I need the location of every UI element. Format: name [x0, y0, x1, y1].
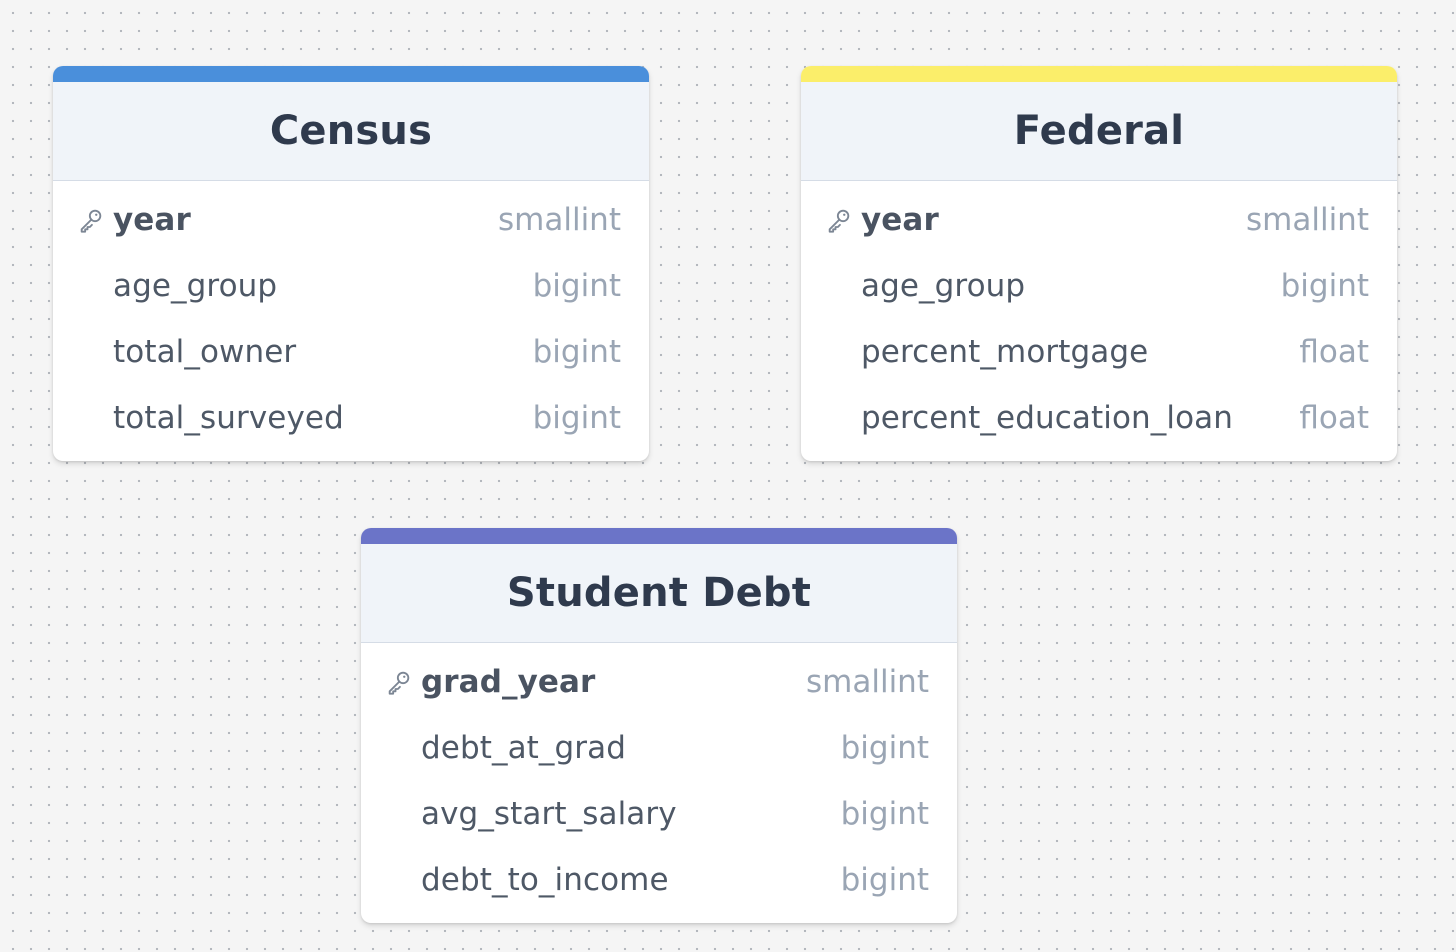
table-title: Federal: [1013, 108, 1185, 154]
field-type: smallint: [498, 202, 621, 238]
field-type: bigint: [532, 400, 621, 436]
table-accent-bar: [361, 528, 957, 544]
field-name: grad_year: [421, 664, 596, 700]
table-card-student-debt[interactable]: Student Debt grad_year smallint debt_at_…: [361, 528, 957, 923]
field-type: bigint: [840, 730, 929, 766]
table-card-census[interactable]: Census year smallint age_group bigint to…: [53, 66, 649, 461]
table-accent-bar: [53, 66, 649, 82]
key-icon: [385, 668, 421, 696]
table-header[interactable]: Student Debt: [361, 544, 957, 643]
table-fields: year smallint age_group bigint total_own…: [53, 181, 649, 461]
field-type: smallint: [806, 664, 929, 700]
field-row[interactable]: debt_at_grad bigint: [361, 715, 957, 781]
field-type: bigint: [840, 862, 929, 898]
field-row[interactable]: year smallint: [801, 187, 1397, 253]
field-type: bigint: [532, 268, 621, 304]
field-row[interactable]: total_surveyed bigint: [53, 385, 649, 451]
field-row[interactable]: grad_year smallint: [361, 649, 957, 715]
field-name: percent_mortgage: [861, 334, 1149, 370]
field-type: smallint: [1246, 202, 1369, 238]
field-type: bigint: [840, 796, 929, 832]
field-name: avg_start_salary: [421, 796, 677, 832]
table-title: Student Debt: [506, 570, 812, 616]
field-row[interactable]: percent_education_loan float: [801, 385, 1397, 451]
field-type: float: [1299, 400, 1369, 436]
field-row[interactable]: age_group bigint: [53, 253, 649, 319]
field-name: debt_to_income: [421, 862, 669, 898]
field-type: float: [1299, 334, 1369, 370]
field-row[interactable]: total_owner bigint: [53, 319, 649, 385]
table-fields: grad_year smallint debt_at_grad bigint a…: [361, 643, 957, 923]
field-name: percent_education_loan: [861, 400, 1233, 436]
field-name: total_owner: [113, 334, 297, 370]
field-row[interactable]: avg_start_salary bigint: [361, 781, 957, 847]
table-fields: year smallint age_group bigint percent_m…: [801, 181, 1397, 461]
field-row[interactable]: debt_to_income bigint: [361, 847, 957, 913]
table-accent-bar: [801, 66, 1397, 82]
field-name: year: [861, 202, 939, 238]
table-header[interactable]: Federal: [801, 82, 1397, 181]
field-row[interactable]: percent_mortgage float: [801, 319, 1397, 385]
key-icon: [77, 206, 113, 234]
table-header[interactable]: Census: [53, 82, 649, 181]
field-name: age_group: [861, 268, 1026, 304]
field-name: age_group: [113, 268, 278, 304]
field-row[interactable]: year smallint: [53, 187, 649, 253]
field-name: debt_at_grad: [421, 730, 627, 766]
field-name: total_surveyed: [113, 400, 344, 436]
field-name: year: [113, 202, 191, 238]
table-card-federal[interactable]: Federal year smallint age_group bigint p…: [801, 66, 1397, 461]
table-title: Census: [269, 108, 433, 154]
key-icon: [825, 206, 861, 234]
field-type: bigint: [532, 334, 621, 370]
field-row[interactable]: age_group bigint: [801, 253, 1397, 319]
field-type: bigint: [1280, 268, 1369, 304]
